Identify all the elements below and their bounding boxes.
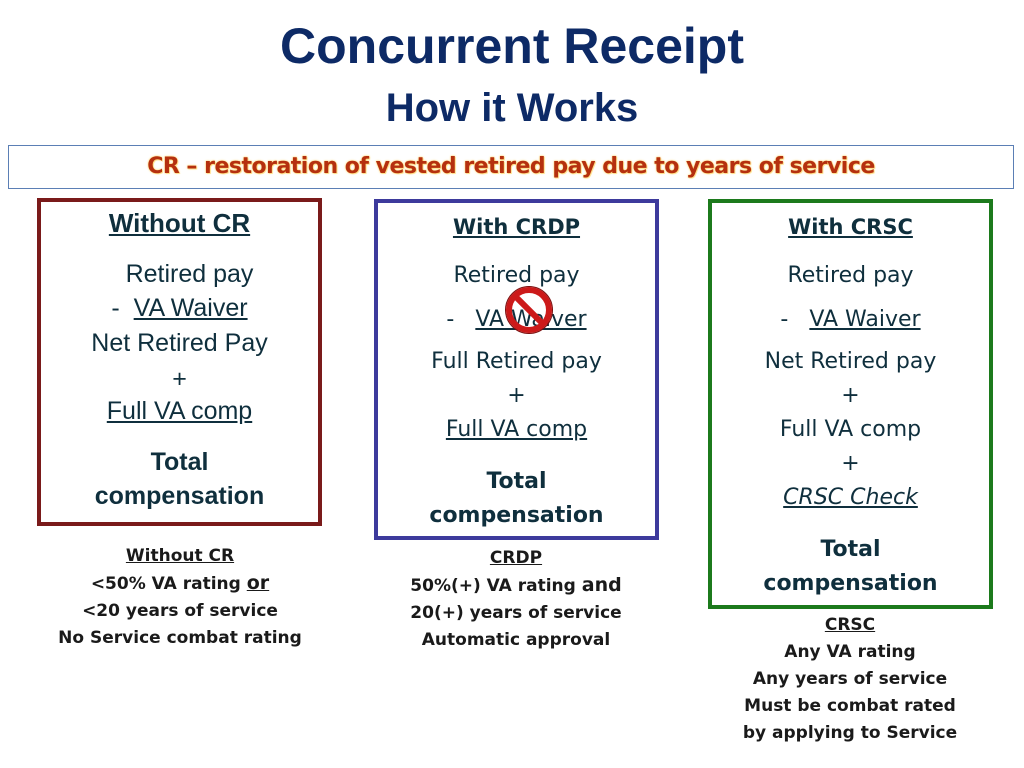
without-cr-total-line2: compensation (94, 482, 265, 510)
with-crsc-net-retired-pay: Net Retired pay (764, 349, 937, 374)
criteria-line: Automatic approval (421, 630, 611, 650)
without-cr-net-retired-pay: Net Retired Pay (91, 329, 268, 357)
with-crsc-check: CRSC Check (783, 485, 918, 510)
criteria-text: <50% VA rating (90, 574, 247, 594)
minus-sign: - (111, 294, 120, 322)
without-cr-va-waiver: VA Waiver (133, 294, 248, 322)
plus-sign: + (172, 365, 187, 393)
with-crsc-va-waiver-row: - VA Waiver (712, 307, 989, 332)
with-crdp-heading: With CRDP (452, 215, 581, 239)
criteria-line: 50%(+) VA rating and (366, 572, 666, 600)
page-subtitle: How it Works (385, 86, 639, 130)
with-crsc-total-line1: Total (820, 537, 881, 562)
with-crsc-box: With CRSC Retired pay - VA Waiver Net Re… (708, 199, 993, 609)
without-cr-va-waiver-row: - VA Waiver (41, 294, 318, 323)
with-crdp-box: With CRDP Retired pay - VA Waiver Full R… (374, 199, 659, 540)
criteria-line: <50% VA rating or (30, 570, 330, 598)
with-crdp-retired-pay: Retired pay (453, 263, 580, 288)
definition-banner: CR – restoration of vested retired pay d… (8, 145, 1014, 189)
criteria-line: by applying to Service (742, 723, 958, 743)
crsc-criteria: CRSC Any VA rating Any years of service … (700, 612, 1000, 747)
minus-sign: - (446, 307, 455, 332)
plus-sign: + (507, 383, 526, 408)
criteria-line: <20 years of service (82, 601, 278, 621)
without-cr-total-line1: Total (150, 448, 209, 476)
without-cr-full-va-comp: Full VA comp (106, 397, 253, 425)
criteria-line: No Service combat rating (58, 628, 302, 648)
with-crdp-full-retired-pay: Full Retired pay (431, 349, 602, 374)
without-cr-box: Without CR Retired pay - VA Waiver Net R… (37, 198, 322, 526)
criteria-conjunction: and (581, 574, 622, 596)
criteria-text: 50%(+) VA rating (410, 576, 582, 596)
crdp-criteria: CRDP 50%(+) VA rating and 20(+) years of… (366, 545, 666, 654)
with-crdp-total-line1: Total (486, 469, 547, 494)
criteria-heading: CRSC (824, 615, 876, 635)
plus-sign: + (841, 451, 860, 476)
with-crdp-full-va-comp: Full VA comp (445, 417, 588, 442)
criteria-conjunction: or (246, 572, 270, 594)
minus-sign: - (780, 307, 789, 332)
with-crsc-heading: With CRSC (788, 215, 913, 239)
criteria-line: 20(+) years of service (410, 603, 622, 623)
without-cr-retired-pay: Retired pay (125, 260, 254, 288)
criteria-heading: CRDP (489, 548, 543, 568)
no-sign-icon (505, 286, 553, 334)
criteria-line: Any VA rating (784, 642, 916, 662)
with-crsc-full-va-comp: Full VA comp (779, 417, 922, 442)
without-cr-heading: Without CR (108, 208, 251, 238)
with-crdp-total-line2: compensation (429, 503, 604, 528)
criteria-line: Any years of service (752, 669, 948, 689)
with-crsc-va-waiver: VA Waiver (809, 307, 921, 332)
with-crsc-total-line2: compensation (763, 571, 938, 596)
criteria-heading: Without CR (125, 546, 235, 566)
without-cr-criteria: Without CR <50% VA rating or <20 years o… (30, 543, 330, 652)
with-crsc-retired-pay: Retired pay (787, 263, 914, 288)
page-title: Concurrent Receipt (280, 18, 744, 74)
criteria-line: Must be combat rated (744, 696, 956, 716)
plus-sign: + (841, 383, 860, 408)
